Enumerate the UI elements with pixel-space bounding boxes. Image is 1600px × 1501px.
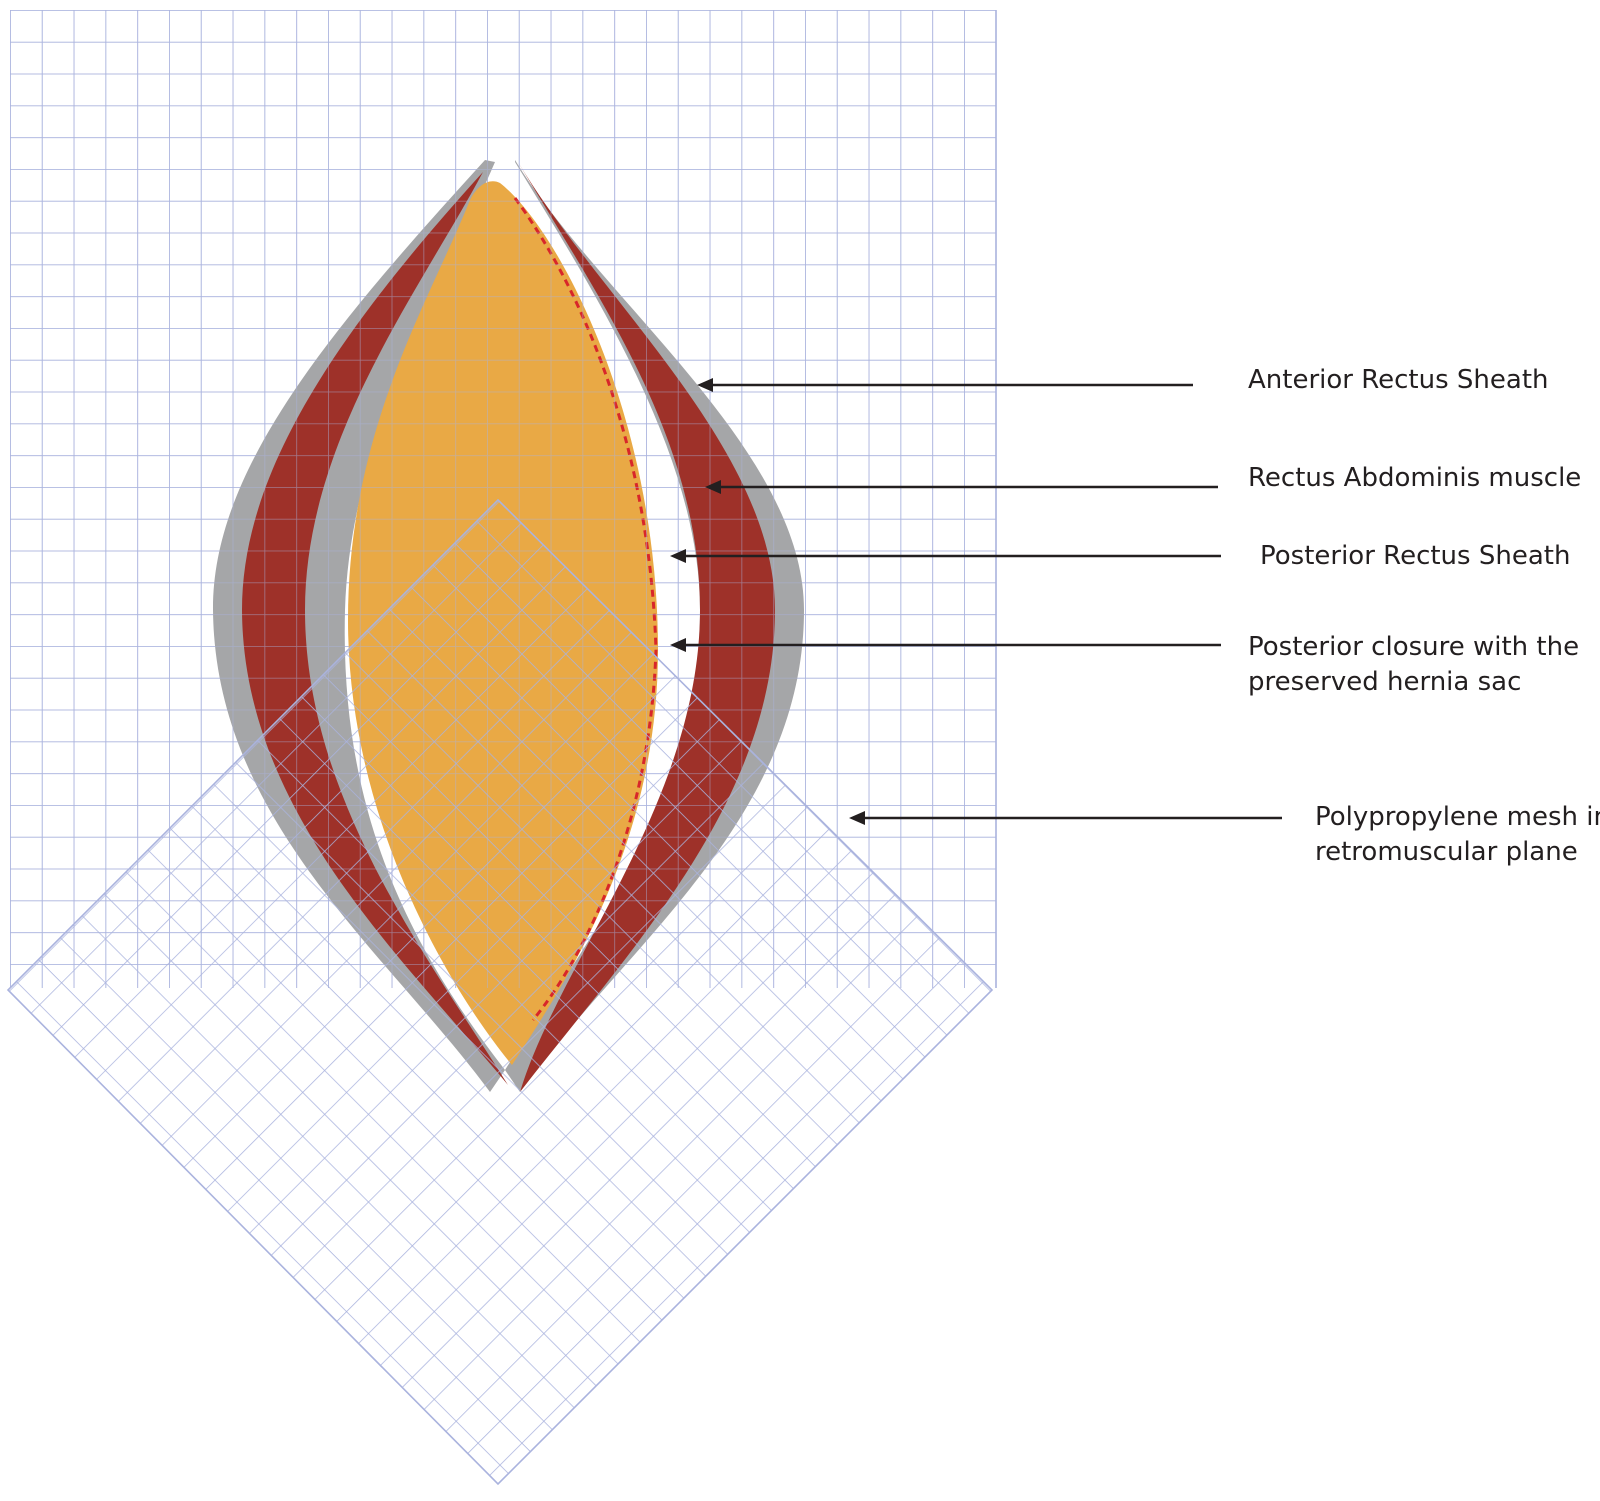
label-polypropylene-mesh-line1: Polypropylene mesh in — [1315, 802, 1600, 832]
label-posterior-closure-line2: preserved hernia sac — [1248, 667, 1522, 697]
diamond-mesh — [6, 498, 994, 1486]
arrow-polypropylene-mesh — [849, 811, 1282, 825]
label-rectus-abdominis-muscle: Rectus Abdominis muscle — [1248, 461, 1581, 496]
label-anterior-rectus-sheath: Anterior Rectus Sheath — [1248, 363, 1549, 398]
arrow-posterior-closure — [670, 638, 1221, 652]
label-posterior-rectus-sheath: Posterior Rectus Sheath — [1260, 539, 1570, 574]
label-polypropylene-mesh: Polypropylene mesh in retromuscular plan… — [1315, 800, 1600, 870]
annotation-arrows — [670, 378, 1282, 825]
label-posterior-closure-line1: Posterior closure with the — [1248, 632, 1580, 662]
arrow-anterior-rectus-sheath — [697, 378, 1193, 392]
label-anterior-rectus-sheath-text: Anterior Rectus Sheath — [1248, 365, 1549, 395]
label-polypropylene-mesh-line2: retromuscular plane — [1315, 837, 1578, 867]
arrow-rectus-abdominis-muscle — [705, 480, 1218, 494]
label-rectus-abdominis-muscle-text: Rectus Abdominis muscle — [1248, 463, 1582, 493]
label-posterior-rectus-sheath-text: Posterior Rectus Sheath — [1260, 541, 1571, 571]
label-posterior-closure: Posterior closure with the preserved her… — [1248, 630, 1579, 700]
arrow-posterior-rectus-sheath — [670, 549, 1221, 563]
